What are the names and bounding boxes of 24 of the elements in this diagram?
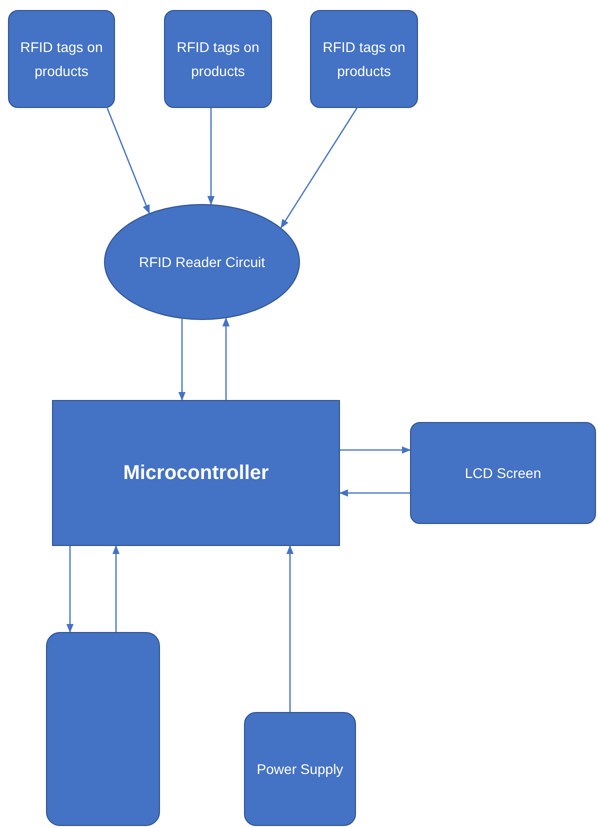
node-label: RFID tags on products (322, 38, 406, 81)
arrow (178, 318, 186, 401)
process-box (164, 10, 272, 108)
arrow (207, 108, 215, 206)
arrow (112, 545, 120, 632)
process-box (46, 632, 160, 826)
arrow (339, 489, 410, 497)
process-box (410, 422, 596, 524)
process-box (244, 712, 356, 826)
arrow (340, 446, 411, 454)
arrow (66, 546, 74, 633)
process-box (8, 10, 115, 108)
process-box (310, 10, 418, 108)
process-box (52, 400, 340, 546)
node-label: Power Supply (256, 760, 344, 779)
node-label: RFID Reader Circuit (138, 252, 266, 272)
arrow (286, 545, 294, 712)
arrow (106, 108, 150, 214)
node-label: RFID tags on products (19, 38, 104, 81)
arrow (222, 317, 230, 400)
node-label: Microcontroller (123, 460, 269, 486)
node-label: LCD Screen (464, 464, 542, 483)
node-label: RFID tags on products (176, 38, 260, 81)
arrow (280, 108, 358, 228)
